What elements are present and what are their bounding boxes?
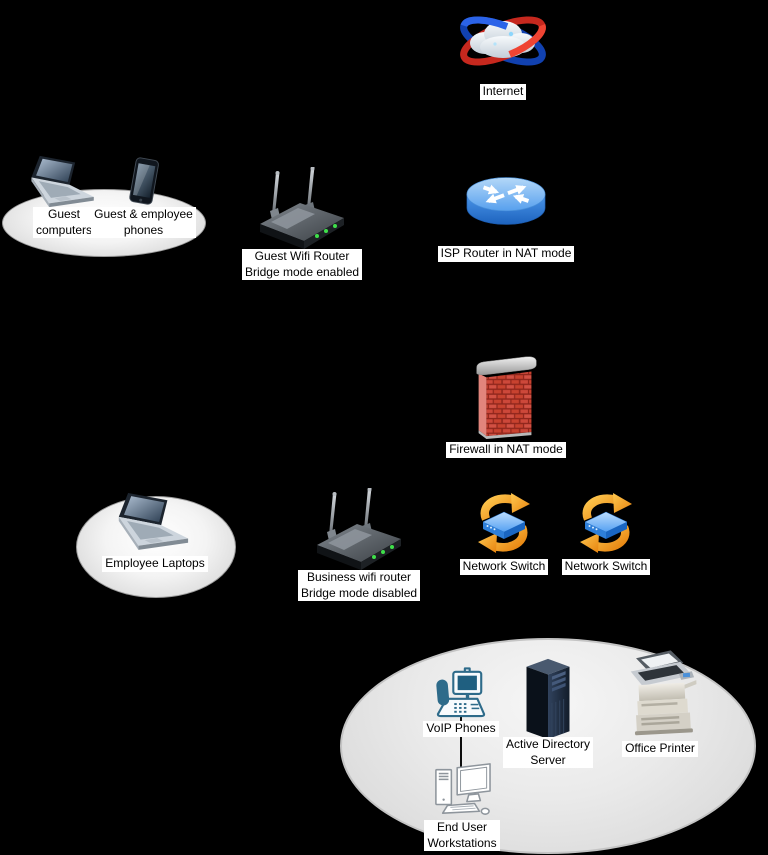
laptop-icon xyxy=(28,155,100,209)
node-active-directory-server[interactable]: Active Directory Server xyxy=(502,656,594,768)
network-switch-label: Network Switch xyxy=(459,559,549,575)
isp-router-label: ISP Router in NAT mode xyxy=(437,246,575,262)
node-network-switch-right[interactable]: Network Switch xyxy=(561,492,651,575)
network-switch-icon xyxy=(473,492,535,554)
office-printer-icon xyxy=(623,650,697,740)
voip-to-workstations-connector[interactable] xyxy=(460,712,462,774)
guest-computers-label: Guest computers xyxy=(32,207,96,238)
node-guest-employee-phones[interactable]: Guest & employee phones xyxy=(91,156,196,238)
office-printer-label: Office Printer xyxy=(622,741,698,757)
node-firewall[interactable]: Firewall in NAT mode xyxy=(446,350,566,458)
cisco-router-icon xyxy=(463,170,549,234)
wifi-router-icon xyxy=(251,167,353,249)
laptop-icon xyxy=(115,492,195,552)
node-network-switch-left[interactable]: Network Switch xyxy=(459,492,549,575)
smartphone-icon xyxy=(122,156,166,207)
firewall-brick-icon xyxy=(466,350,546,440)
guest-employee-phones-label: Guest & employee phones xyxy=(91,207,196,238)
internet-cloud-icon xyxy=(458,4,548,78)
active-directory-server-label: Active Directory Server xyxy=(502,737,594,768)
wifi-router-icon xyxy=(308,488,410,570)
voip-phones-label: VoIP Phones xyxy=(423,721,499,737)
node-end-user-workstations[interactable]: End User Workstations xyxy=(424,761,500,851)
node-employee-laptops[interactable]: Employee Laptops xyxy=(102,492,208,572)
employee-laptops-label: Employee Laptops xyxy=(102,556,208,572)
node-internet[interactable]: Internet xyxy=(458,4,548,100)
voip-phone-icon xyxy=(429,667,493,719)
business-wifi-router-label: Business wifi router Bridge mode disable… xyxy=(297,570,421,601)
desktop-workstation-icon xyxy=(430,761,494,819)
node-isp-router[interactable]: ISP Router in NAT mode xyxy=(437,170,575,262)
node-voip-phones[interactable]: VoIP Phones xyxy=(423,667,499,737)
network-switch-label: Network Switch xyxy=(561,559,651,575)
node-guest-wifi-router[interactable]: Guest Wifi Router Bridge mode enabled xyxy=(241,167,363,280)
node-office-printer[interactable]: Office Printer xyxy=(622,650,698,757)
end-user-workstations-label: End User Workstations xyxy=(424,820,500,851)
network-switch-icon xyxy=(575,492,637,554)
node-guest-computers[interactable]: Guest computers xyxy=(28,155,100,238)
internet-label: Internet xyxy=(479,84,527,100)
node-business-wifi-router[interactable]: Business wifi router Bridge mode disable… xyxy=(297,488,421,601)
guest-wifi-router-label: Guest Wifi Router Bridge mode enabled xyxy=(241,249,363,280)
server-tower-icon xyxy=(519,656,577,740)
firewall-label: Firewall in NAT mode xyxy=(446,442,566,458)
